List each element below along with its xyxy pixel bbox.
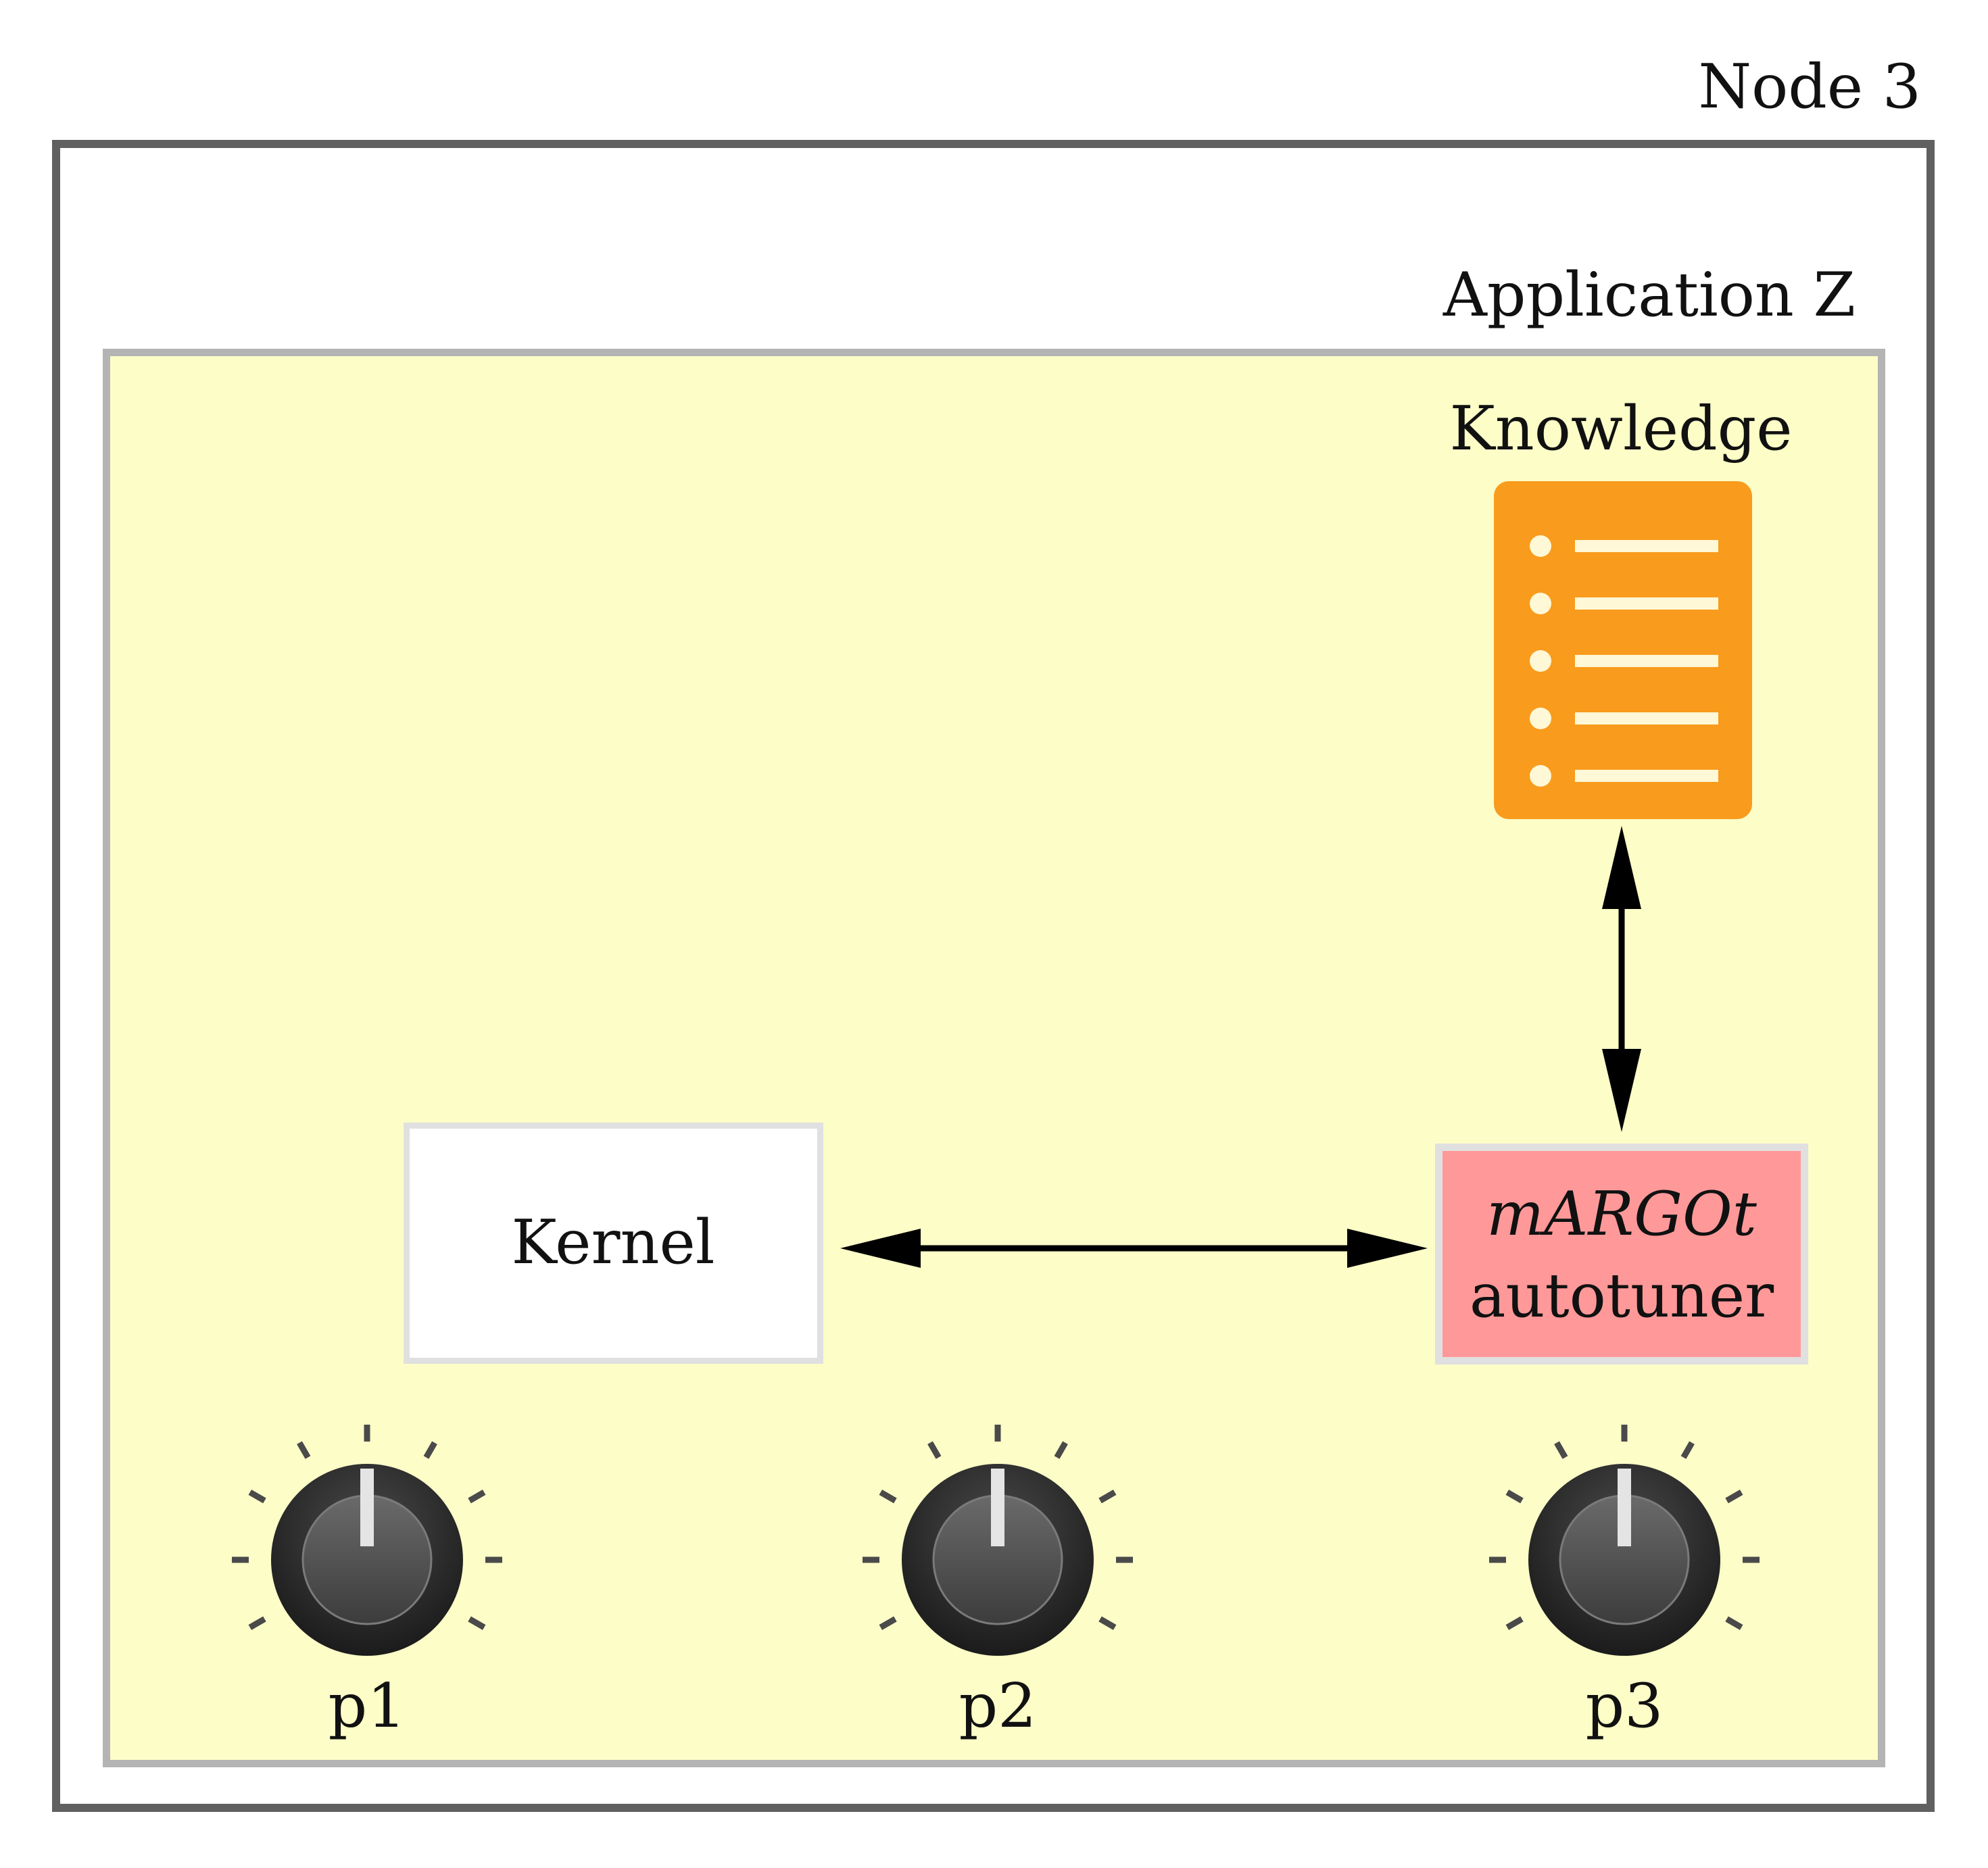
knob-tick xyxy=(1054,1441,1068,1459)
doc-bullet xyxy=(1530,650,1551,672)
knob-label-p2: p2 xyxy=(959,1671,1037,1742)
knob-tick xyxy=(1098,1490,1117,1504)
knob-tick xyxy=(1725,1616,1743,1630)
knob-tick xyxy=(879,1616,897,1630)
application-title: Application Z xyxy=(1442,260,1856,330)
knowledge-title: Knowledge xyxy=(1449,393,1793,464)
knob-tick xyxy=(1505,1616,1524,1630)
kernel-label: Kernel xyxy=(511,1207,715,1278)
knob-icon-p1[interactable] xyxy=(232,1425,502,1656)
knob-indicator xyxy=(991,1469,1004,1546)
knob-indicator xyxy=(360,1469,374,1546)
knob-icon-p3[interactable] xyxy=(1489,1425,1760,1656)
knob-tick xyxy=(248,1616,266,1630)
knob-indicator xyxy=(1618,1469,1631,1546)
knob-tick xyxy=(248,1490,266,1504)
knob-tick xyxy=(1725,1490,1743,1504)
knob-tick xyxy=(1680,1441,1695,1459)
knob-tick xyxy=(468,1616,486,1630)
doc-line xyxy=(1575,655,1718,667)
knob-label-p1: p1 xyxy=(328,1671,406,1742)
doc-bullet xyxy=(1530,535,1551,557)
knobs-group xyxy=(232,1425,1760,1656)
knob-label-p3: p3 xyxy=(1585,1671,1664,1742)
knob-tick xyxy=(879,1490,897,1504)
margot-autotuner-box xyxy=(1435,1144,1808,1365)
knob-tick xyxy=(1554,1441,1568,1459)
knob-icon-p2[interactable] xyxy=(863,1425,1133,1656)
margot-name: mARGOt xyxy=(1486,1179,1757,1250)
knob-tick xyxy=(423,1441,437,1459)
knob-tick xyxy=(927,1441,942,1459)
doc-bullet xyxy=(1530,593,1551,614)
knob-tick xyxy=(297,1441,311,1459)
doc-bullet xyxy=(1530,765,1551,787)
knowledge-margot-arrow xyxy=(1602,826,1641,1132)
doc-line xyxy=(1575,712,1718,724)
node-container xyxy=(52,140,1935,1812)
doc-line xyxy=(1575,770,1718,782)
document-list-icon xyxy=(1494,481,1752,819)
kernel-box xyxy=(404,1123,823,1364)
doc-bullet xyxy=(1530,708,1551,729)
knob-tick xyxy=(1098,1616,1117,1630)
knob-tick xyxy=(1505,1490,1524,1504)
knob-tick xyxy=(468,1490,486,1504)
kernel-margot-arrow xyxy=(840,1229,1428,1268)
node-title: Node 3 xyxy=(1698,51,1921,122)
doc-line xyxy=(1575,597,1718,610)
margot-subtitle: autotuner xyxy=(1469,1260,1774,1331)
doc-line xyxy=(1575,540,1718,552)
